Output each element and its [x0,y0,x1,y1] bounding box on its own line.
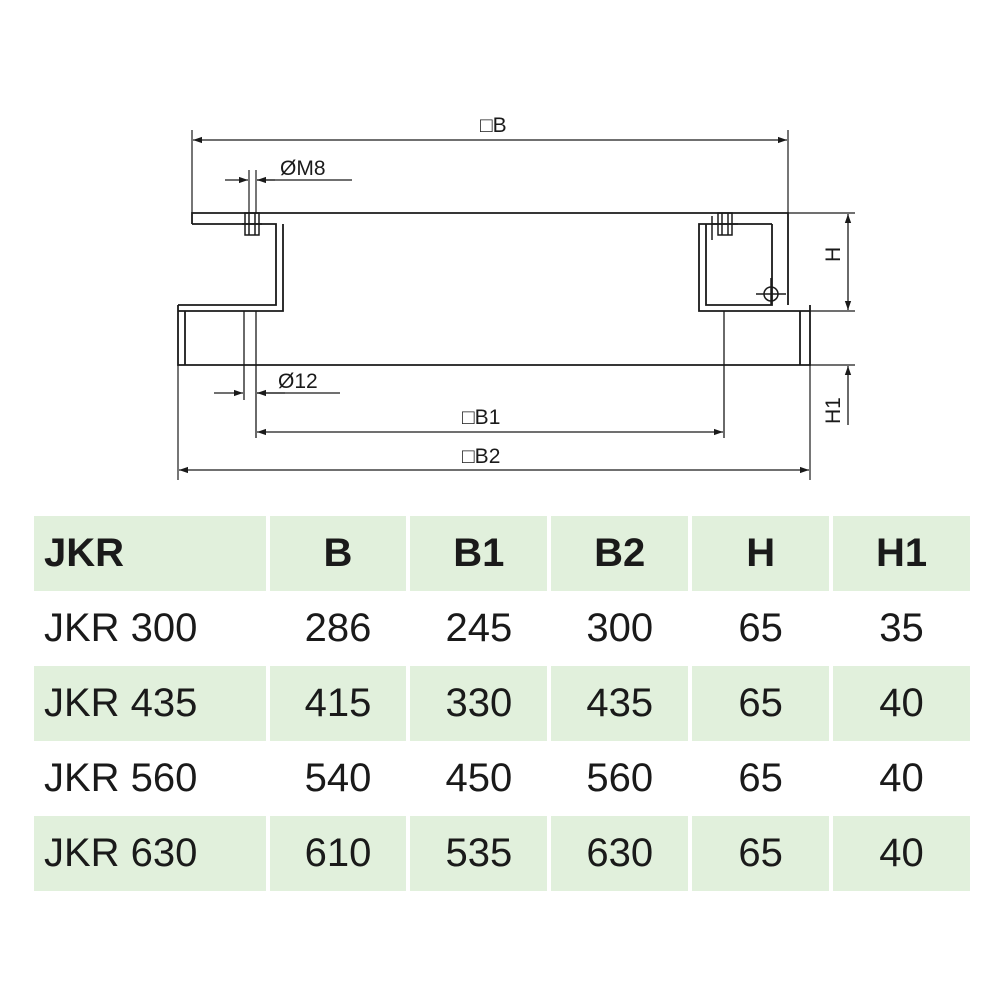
table-cell: 245 [445,606,513,650]
ground-symbol [756,278,786,305]
label-m8: ØM8 [280,157,326,180]
label-b2: □B2 [462,445,500,468]
header-cell: JKR [34,516,266,591]
bolt-left [242,212,262,236]
table-cell: 560 [586,756,654,800]
label-d12: Ø12 [278,370,318,393]
table-cell: 435 [551,666,689,741]
table-cell: 286 [304,606,372,650]
table-cell: 450 [445,756,513,800]
table-cell: 65 [692,666,830,741]
table-row: JKR 560 540 450 560 65 40 [34,741,970,816]
label-b: □B [480,114,507,137]
table-cell: 65 [738,756,783,800]
table-row: JKR 300 286 245 300 65 35 [34,591,970,666]
label-b1: □B1 [462,406,500,429]
table-cell: 540 [304,756,372,800]
header-cell: B1 [410,516,548,591]
hole-lines [243,311,725,438]
table-header-row: JKR B B1 B2 H H1 [34,516,970,591]
extension-lines [177,130,855,480]
header-cell: B [269,516,407,591]
table-cell: 35 [879,606,924,650]
dimension-lines [179,136,852,474]
table-cell: 40 [833,816,970,891]
table-cell: 415 [269,666,407,741]
table-cell: 610 [269,816,407,891]
dimension-table: JKR B B1 B2 H H1 JKR 300 286 245 300 65 … [30,516,974,891]
bolt-right [711,212,738,240]
table-cell: JKR 560 [44,756,198,800]
table-cell: 40 [833,666,970,741]
table-cell: 630 [551,816,689,891]
table-cell: JKR 630 [34,816,266,891]
table-cell: 65 [692,816,830,891]
header-cell: B2 [551,516,689,591]
table-row: JKR 630 610 535 630 65 40 [34,816,970,891]
header-cell: H [692,516,830,591]
table-row: JKR 435 415 330 435 65 40 [34,666,970,741]
label-h1: H1 [822,397,845,424]
table-cell: 535 [410,816,548,891]
frame-section [177,212,811,366]
table-cell: 40 [879,756,924,800]
table-cell: 330 [410,666,548,741]
header-cell: H1 [833,516,970,591]
table-cell: JKR 435 [34,666,266,741]
table-cell: 300 [586,606,654,650]
table-cell: 65 [738,606,783,650]
table-cell: JKR 300 [44,606,198,650]
technical-drawing: □B ØM8 H Ø12 □B1 □B2 H1 [177,114,855,480]
label-h: H [822,247,845,262]
